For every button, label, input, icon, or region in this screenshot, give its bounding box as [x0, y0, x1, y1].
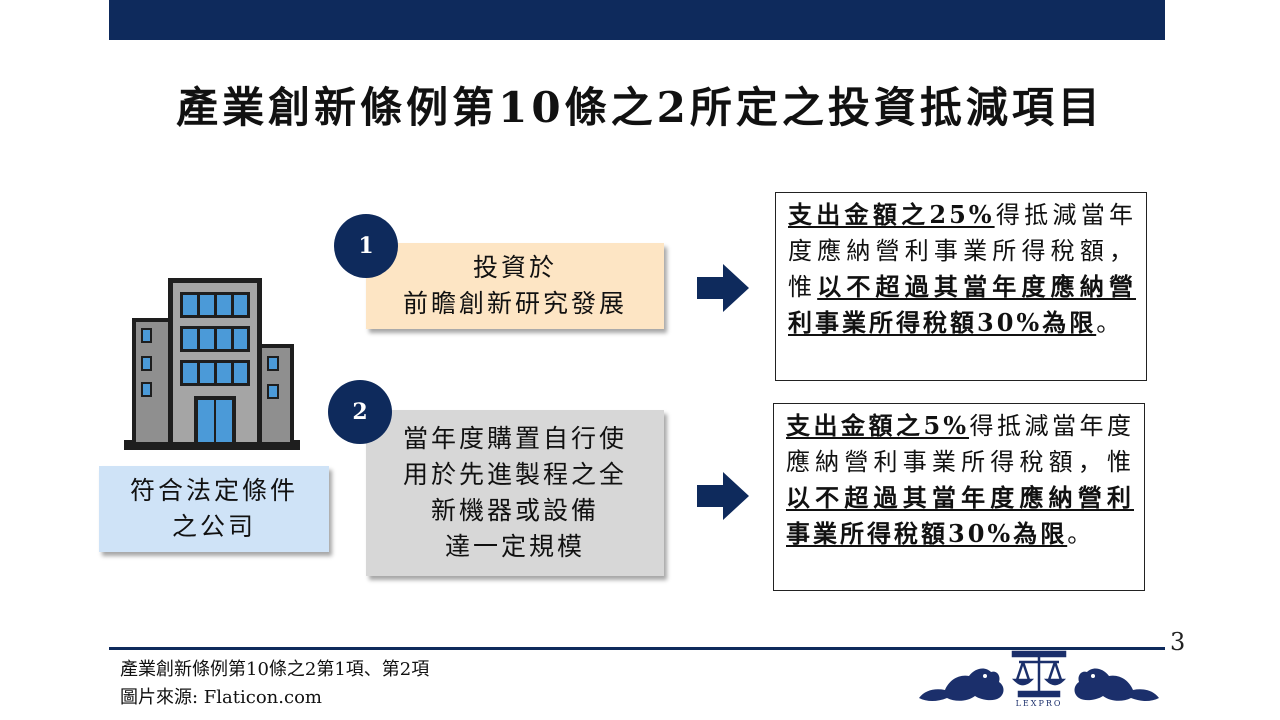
- logo-text: LEXPRO: [1016, 699, 1063, 708]
- result-1-end: 。: [1096, 309, 1124, 337]
- lion-icon: [1074, 668, 1159, 701]
- top-banner: [109, 0, 1165, 40]
- result-2-limit: 以不超過其當年度應納營利事業所得稅額30%為限: [786, 483, 1134, 548]
- building-icon: [124, 278, 300, 450]
- item-1-box: 投資於 前瞻創新研究發展: [366, 243, 664, 329]
- result-2-middle: 得抵減當年度應納營利事業所得稅額，惟: [786, 412, 1134, 476]
- result-1-middle: 得抵減當年度應納營利事業所得稅額，惟: [788, 201, 1137, 301]
- result-2-box: 支出金額之5%得抵減當年度應納營利事業所得稅額，惟以不超過其當年度應納營利事業所…: [773, 403, 1145, 591]
- lexpro-logo: LEXPRO: [919, 650, 1159, 708]
- footer-reference: 產業創新條例第10條之2第1項、第2項 圖片來源: Flaticon.com: [120, 659, 430, 708]
- lion-icon: [919, 668, 1004, 701]
- page-title: 產業創新條例第10條之2所定之投資抵減項目: [176, 83, 1104, 132]
- result-2-lead: 支出金額之5%: [786, 411, 969, 440]
- result-1-limit: 以不超過其當年度應納營利事業所得稅額30%為限: [788, 272, 1137, 337]
- result-1-lead: 支出金額之25%: [788, 200, 995, 229]
- arrow-right-icon: [697, 472, 749, 520]
- company-box: 符合法定條件 之公司: [99, 466, 329, 552]
- item-1-number-badge: 1: [334, 214, 398, 278]
- item-2-box: 當年度購置自行使 用於先進製程之全 新機器或設備 達一定規模: [366, 410, 664, 576]
- result-2-end: 。: [1067, 520, 1095, 548]
- result-1-box: 支出金額之25%得抵減當年度應納營利事業所得稅額，惟以不超過其當年度應納營利事業…: [775, 192, 1147, 381]
- footer-divider: [109, 647, 1165, 650]
- item-2-number-badge: 2: [328, 380, 392, 444]
- page-number: 3: [1170, 628, 1186, 656]
- arrow-right-icon: [697, 264, 749, 312]
- scales-icon: [1011, 650, 1067, 698]
